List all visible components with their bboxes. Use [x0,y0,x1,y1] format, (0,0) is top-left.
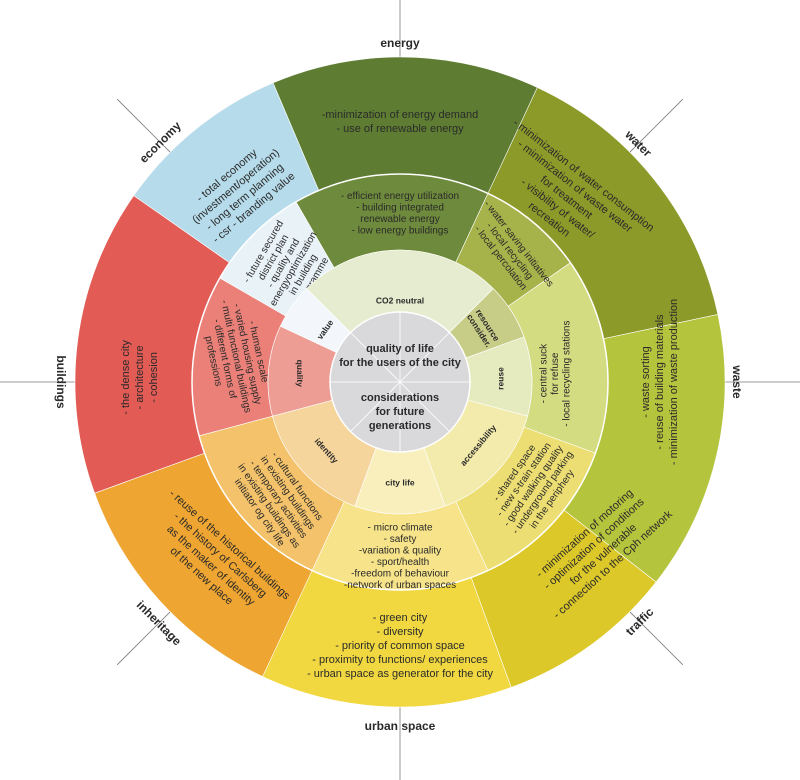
outer-items-waste: - waste sorting- reuse of building mater… [640,299,680,465]
svg-text:- green city- diversity- prior: - green city- diversity- priority of com… [307,612,493,680]
svg-text:- shared space- new s-train st: - shared space- new s-train station- goo… [482,430,585,543]
inner-label-city-life: city life [385,478,415,488]
outer-items-urban-space: - green city- diversity- priority of com… [307,612,493,680]
svg-text:-minimization of energy demand: -minimization of energy demand- use of r… [322,109,479,135]
inner-label-co2: CO2 neutral [376,296,424,306]
svg-text:reuse: reuse [495,367,505,390]
outer-items-buildings: - the dense city- architecture- cohesion [120,340,160,415]
svg-text:urban space: urban space [365,719,436,733]
svg-text:city life: city life [385,478,415,488]
inner-label-quality: quality [295,360,305,388]
svg-text:energy: energy [380,36,420,50]
svg-text:- central suckfor refuse- loca: - central suckfor refuse- local recyclin… [539,321,573,427]
svg-text:CO2 neutral: CO2 neutral [376,296,424,306]
svg-text:- efficient energy utilization: - efficient energy utilization- building… [341,191,459,237]
inner-label-reuse: reuse [495,367,505,390]
middle-ring-border [191,173,609,591]
category-label-energy: energy [380,36,420,50]
svg-text:waste: waste [730,364,744,399]
svg-text:- the dense city- architecture: - the dense city- architecture- cohesion [120,340,160,415]
middle-items-accessibility: - shared space- new s-train station- goo… [482,430,585,543]
category-label-urban-space: urban space [365,719,436,733]
inner-ring: CO2 neutralresourceconsider.reuseaccessi… [267,249,533,515]
svg-text:buildings: buildings [54,355,68,409]
middle-items-co2: - efficient energy utilization- building… [341,191,459,237]
category-label-waste: waste [730,364,744,399]
middle-items-city-life: - micro climate- safety-variation & qual… [344,522,456,591]
svg-text:- waste sorting- reuse of buil: - waste sorting- reuse of building mater… [640,299,680,465]
outer-items-energy: -minimization of energy demand- use of r… [322,109,479,135]
hub-divider [350,332,450,432]
svg-text:- micro climate- safety-variat: - micro climate- safety-variation & qual… [344,522,456,591]
middle-items-reuse: - central suckfor refuse- local recyclin… [539,321,573,427]
svg-text:quality: quality [295,360,305,388]
category-label-buildings: buildings [54,355,68,409]
